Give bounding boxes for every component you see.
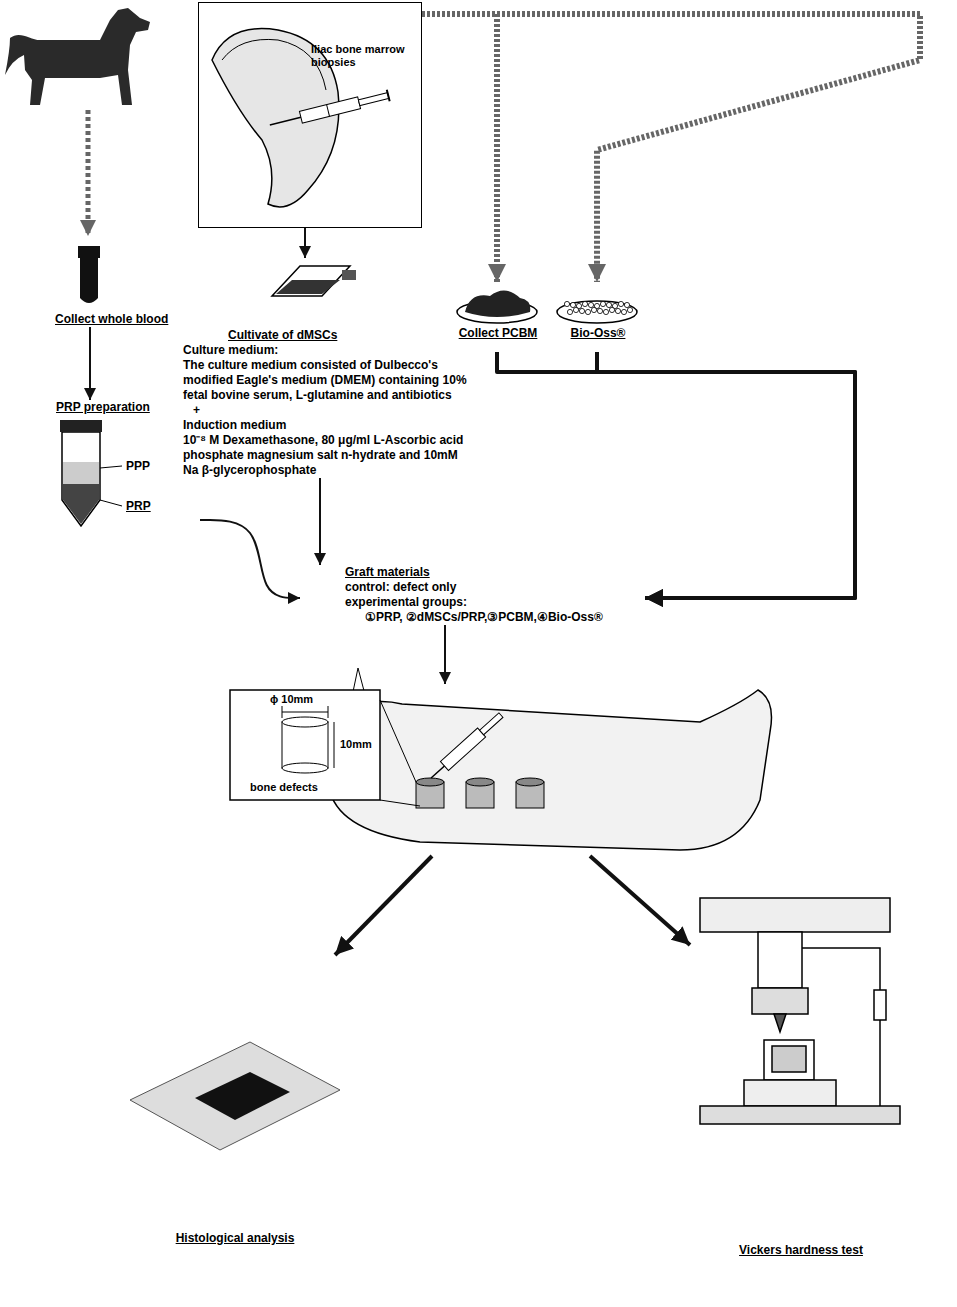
node-heading: Histological analysis (120, 1231, 350, 1246)
step-label: Collect whole blood (55, 312, 205, 327)
node-heading: PRP preparation (56, 400, 150, 415)
bio-oss-dish-node: Bio-Oss® (550, 282, 646, 352)
ppp-layer (63, 462, 99, 484)
pcbm-lump (465, 290, 530, 317)
prp-tube-cap (60, 420, 102, 432)
node-heading: Bio-Oss® (550, 326, 646, 341)
dimension-line (334, 722, 335, 768)
node-text: Culture medium: (183, 343, 473, 358)
tissue-section (195, 1072, 290, 1120)
node-heading: bone defects (250, 781, 318, 794)
defect-cylinders (416, 778, 544, 808)
defect-inset-frame (230, 690, 380, 800)
dog (5, 8, 150, 105)
bio-oss-dish (557, 301, 637, 323)
hatched-arrow (422, 14, 920, 282)
dimension-label: 10mm (338, 738, 374, 751)
histology-slide (130, 1042, 340, 1150)
node-text: PRP (126, 499, 151, 514)
node-heading: Collect whole blood (55, 312, 205, 327)
node-heading: Cultivate of dMSCs (228, 328, 473, 343)
mandible (330, 690, 772, 850)
flow-arrow (304, 228, 306, 258)
node-text: 10⁻⁸ M Dexamethasone, 80 μg/ml L-Ascorbi… (183, 433, 473, 478)
ppp-leader (100, 466, 122, 468)
node-text: Induction medium (183, 418, 473, 433)
blood-tube (80, 258, 98, 303)
dimension-line (328, 706, 329, 718)
vickers-tester (700, 898, 900, 1124)
blood-draw-arrow (86, 110, 91, 236)
hatched-arrow (422, 14, 497, 282)
inset-box: Iliac bone marrow biopsies (198, 2, 422, 228)
culture-flask (272, 266, 350, 296)
bio-oss-granules (564, 301, 632, 314)
blood-tube-cap (78, 246, 100, 258)
prp-tube (62, 432, 100, 526)
graft-node: Graft materialscontrol: defect onlyexper… (300, 565, 645, 625)
inset-leader (380, 700, 416, 782)
prp-leader (100, 500, 122, 506)
prp-tube-node: PRP preparationPPP PRP (50, 400, 200, 532)
flow-arrow (497, 352, 855, 598)
node-text: control: defect only (345, 580, 645, 595)
graft-syringe (427, 711, 505, 783)
iliac-crest (222, 39, 326, 90)
node-text: experimental groups: (345, 595, 645, 610)
vickers-node: Vickers hardness test (690, 895, 912, 1267)
dimension-line (282, 712, 328, 713)
mandible-node: bone defects (228, 684, 780, 856)
flow-arrow (200, 520, 300, 598)
flow-arrow (444, 625, 446, 684)
flow-arrow (89, 327, 91, 400)
node-heading: Vickers hardness test (690, 1243, 912, 1258)
flask-medium (276, 280, 340, 294)
node-text: PPP (126, 459, 150, 474)
inset-leader (380, 800, 420, 806)
flow-arrow (597, 352, 855, 598)
pcbm-dish-node: Collect PCBM (450, 282, 546, 352)
node-text: + (193, 403, 473, 418)
prp-layer (63, 484, 99, 524)
node-heading: Collect PCBM (450, 326, 546, 341)
culture-node: Cultivate of dMSCsCulture medium:The cul… (183, 258, 473, 478)
node-text: The culture medium consisted of Dulbecco… (183, 358, 473, 403)
flow-arrow (319, 478, 321, 565)
dimension-label: ϕ 10mm (268, 693, 315, 706)
defect-cylinder-base (282, 763, 328, 773)
defect-cylinder-top (282, 717, 328, 727)
node-heading: Iliac bone marrow biopsies (311, 43, 417, 69)
flow-arrow (335, 856, 432, 955)
dimension-line (282, 706, 283, 718)
flow-arrow (590, 856, 690, 945)
histology-node: Histological analysis (120, 955, 350, 1255)
flask-neck (342, 270, 356, 280)
defect-cylinder (282, 722, 328, 768)
biopsy-syringe (268, 90, 389, 131)
node-text: ①PRP, ②dMSCs/PRP,③PCBM,④Bio-Oss® (365, 610, 645, 625)
node-heading: Graft materials (345, 565, 645, 580)
